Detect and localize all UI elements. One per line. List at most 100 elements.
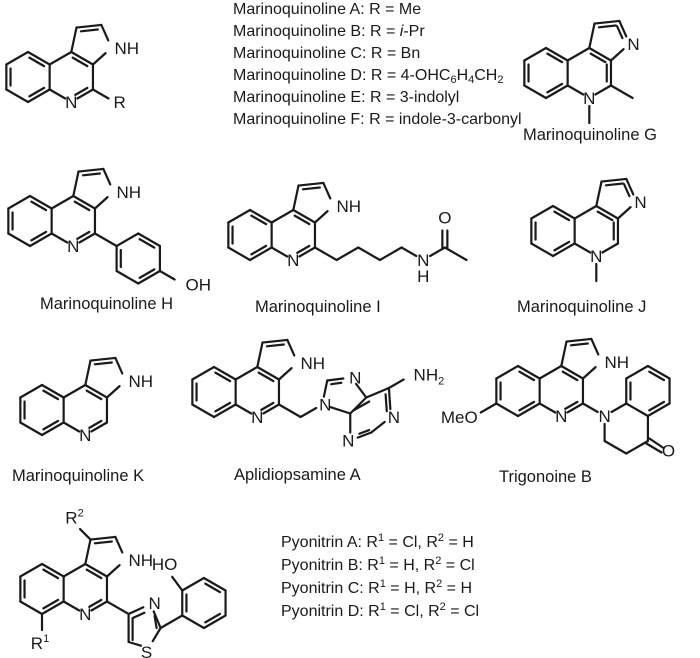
nh-label: NH	[115, 39, 140, 58]
double-bond	[589, 52, 607, 64]
bond	[603, 439, 628, 455]
bond	[594, 84, 613, 96]
bond	[40, 383, 65, 399]
double-bond	[384, 393, 388, 413]
double-bond	[518, 370, 536, 382]
double-bond	[569, 342, 589, 347]
bond	[91, 88, 110, 100]
bond	[566, 46, 591, 62]
double-bond	[214, 401, 232, 413]
bond	[646, 364, 671, 380]
bond	[530, 242, 555, 258]
bond	[152, 610, 162, 630]
bond	[538, 402, 557, 414]
double-bond	[623, 183, 631, 198]
bond	[84, 359, 92, 387]
double-bond	[301, 186, 321, 191]
list-item-a: Marinoquinoline A: R = Me	[233, 1, 422, 18]
amide-hydrogen-label: H	[417, 267, 429, 286]
double-bond	[42, 568, 60, 580]
bond	[115, 232, 140, 248]
bond	[76, 88, 95, 100]
bond	[609, 48, 625, 62]
bond	[151, 626, 162, 643]
purine-n9-label: N	[319, 396, 331, 415]
bond	[588, 22, 596, 50]
bond	[365, 386, 391, 399]
bond	[297, 181, 325, 187]
nh-label: NH	[337, 197, 362, 216]
bond	[227, 208, 252, 224]
double-bond	[93, 361, 113, 366]
bond	[127, 640, 143, 647]
bond	[286, 338, 296, 357]
bond	[62, 600, 81, 612]
bond	[72, 194, 97, 210]
bond	[560, 364, 585, 380]
double-bond	[616, 25, 624, 40]
bond	[328, 405, 352, 415]
bond	[234, 403, 253, 415]
bond	[78, 232, 97, 244]
bond	[91, 52, 107, 66]
double-bond	[88, 419, 103, 429]
bond	[618, 19, 628, 38]
r1-label: R1	[31, 633, 49, 653]
bond	[595, 180, 603, 208]
hydroxyl-label: HO	[152, 555, 178, 574]
double-bond	[76, 230, 91, 240]
bond	[202, 576, 227, 592]
bond	[70, 50, 95, 66]
bond	[127, 606, 145, 616]
bond	[326, 377, 345, 382]
bond	[62, 383, 87, 399]
double-bond	[330, 381, 343, 386]
double-bond	[42, 389, 60, 401]
bond	[202, 614, 227, 630]
double-bond	[138, 238, 156, 249]
bond	[335, 246, 360, 262]
bond	[581, 402, 599, 414]
bond	[248, 208, 273, 224]
double-bond	[214, 371, 232, 383]
bond	[5, 88, 30, 104]
nitrogen-label: N	[583, 89, 595, 108]
bond	[593, 19, 621, 25]
structure-marinoquinoline-k: NNH	[19, 356, 154, 445]
bond	[354, 382, 368, 399]
double-bond	[648, 400, 666, 412]
bond	[625, 402, 650, 418]
quinolinone-nitrogen-label: N	[598, 407, 610, 426]
bond	[588, 46, 613, 62]
bond	[93, 232, 118, 248]
double-bond	[42, 419, 60, 431]
nh-label: NH	[129, 372, 154, 391]
nitrogen-label: N	[251, 408, 263, 427]
double-bond	[204, 582, 222, 594]
pyonitrin-item-d: Pyonitrin D: R1 = Cl, R2 = Cl	[281, 601, 480, 621]
pyonitrin-item-a: Pyonitrin A: R1 = Cl, R2 = H	[281, 532, 474, 552]
hydroxyl-label: OH	[186, 276, 212, 295]
double-bond	[28, 56, 46, 68]
double-bond	[138, 268, 156, 279]
bond	[105, 564, 121, 578]
label-aplidiopsamine-a: Aplidiopsamine A	[234, 466, 361, 484]
nitrogen-label: N	[555, 407, 567, 426]
bond	[646, 402, 671, 418]
bond	[378, 246, 403, 262]
bond	[400, 246, 418, 258]
double-bond	[73, 200, 91, 212]
double-bond	[546, 82, 564, 94]
bond	[616, 206, 632, 220]
bond	[181, 576, 206, 592]
bond	[72, 170, 80, 198]
bond	[50, 232, 69, 244]
bond	[516, 364, 541, 380]
bond	[84, 383, 109, 399]
bond	[523, 84, 548, 100]
bond	[600, 177, 628, 183]
double-bond	[648, 370, 666, 382]
